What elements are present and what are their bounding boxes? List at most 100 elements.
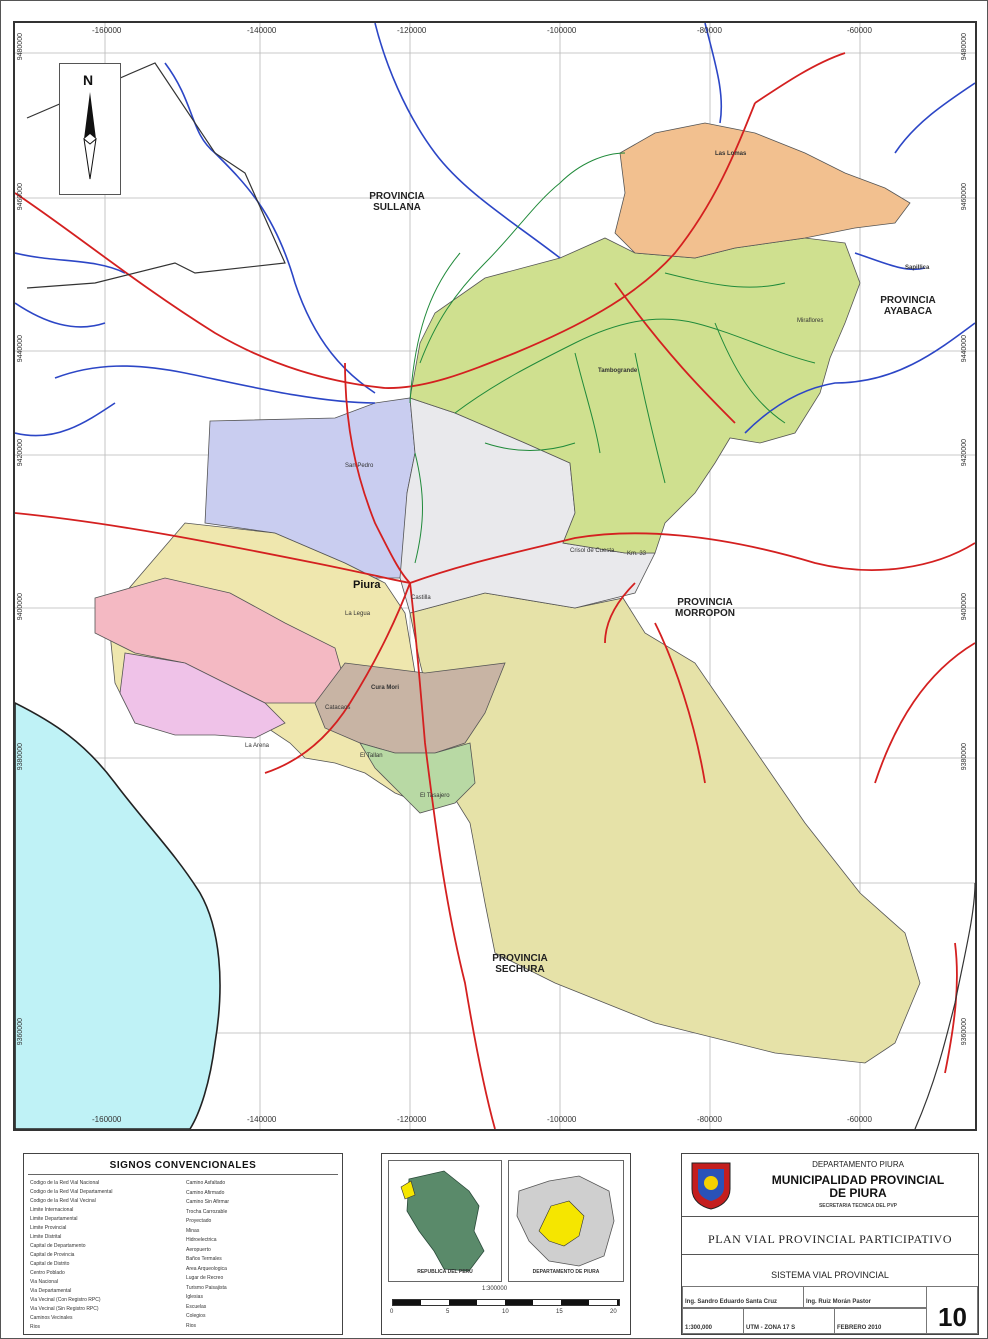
legend-item: Camino Asfaltado — [186, 1180, 226, 1186]
grid-tick-bottom: -60000 — [847, 1115, 872, 1124]
grid-tick-bottom: -120000 — [397, 1115, 427, 1124]
north-letter: N — [83, 72, 94, 88]
grid-tick-bottom: -100000 — [547, 1115, 577, 1124]
legend-item: Via Departamental — [30, 1288, 72, 1294]
place-miraflores: Miraflores — [797, 318, 824, 324]
grid-tick-bottom: -80000 — [697, 1115, 722, 1124]
cell-responsable: Ing. Sandro Eduardo Santa Cruz — [682, 1286, 804, 1308]
legend-item: Hidroelectrica — [186, 1237, 217, 1243]
grid-tick-left: 9380000 — [17, 743, 24, 771]
legend-item: Minas — [186, 1227, 200, 1234]
place-las-lomas: Las Lomas — [715, 151, 747, 157]
place-el-tasajero: El Tasajero — [420, 793, 450, 799]
legend-item: Baños Termales — [186, 1256, 222, 1262]
grid-tick-right: 9440000 — [961, 335, 968, 363]
legend-item: Via Vecinal (Con Registro RPC) — [30, 1297, 101, 1303]
legend-item: Aeropuerto — [186, 1246, 211, 1253]
inset-piura: DEPARTAMENTO DE PIURA — [508, 1160, 624, 1282]
place-san-pedro: San Pedro — [345, 463, 374, 469]
legend-item: Proyectado — [186, 1218, 212, 1224]
legend-item: Limite Internacional — [30, 1207, 74, 1213]
legend-item: Capital de Provincia — [30, 1252, 75, 1258]
cell-coordinador: Ing. Ruiz Morán Pastor — [803, 1286, 927, 1308]
district-tambogrande — [409, 237, 861, 554]
scale-tick: 0 — [390, 1309, 394, 1315]
legend-item: Colegios — [186, 1313, 206, 1319]
legend-item: Centro Poblado — [30, 1270, 65, 1276]
legend-item: Rios — [186, 1322, 197, 1329]
grid-tick-left: 9460000 — [17, 183, 24, 211]
title-block: DEPARTAMENTO PIURA MUNICIPALIDAD PROVINC… — [681, 1153, 979, 1335]
grid-tick-top: -80000 — [697, 26, 722, 35]
place-catacaos: Catacaos — [325, 705, 351, 711]
place-la-arena: La Arena — [245, 743, 270, 749]
scale-bar — [392, 1299, 620, 1306]
cell-fecha: FEBRERO 2010 — [834, 1308, 927, 1334]
legend-item: Trocha Carrozable — [186, 1208, 228, 1215]
title-municipality-line1: MUNICIPALIDAD PROVINCIAL — [771, 1173, 945, 1187]
grid-tick-right: 9460000 — [961, 183, 968, 211]
place-cura-mori: Cura Mori — [371, 685, 400, 691]
grid-tick-right: 9420000 — [961, 439, 968, 467]
legend-item: Codigo de la Red Vial Departamental — [30, 1189, 113, 1195]
vecinal-roads — [409, 152, 816, 564]
city-piura: Piura — [353, 579, 381, 591]
cell-sheet-number — [926, 1286, 978, 1334]
grid-tick-left: 9440000 — [17, 335, 24, 363]
district-sechura-zone — [409, 592, 921, 1064]
title-divider — [682, 1216, 978, 1217]
place-crisol: Crisol de Cuesta — [570, 548, 615, 554]
municipal-crest-icon — [691, 1162, 731, 1210]
legend-item: Via Vecinal (Sin Registro RPC) — [30, 1306, 99, 1312]
district-la-union — [119, 652, 286, 739]
north-arrow-icon — [83, 92, 97, 180]
scale-tick: 5 — [446, 1309, 450, 1315]
scale-tick: 15 — [556, 1309, 563, 1315]
province-morropon-label: PROVINCIA MORROPON — [675, 597, 735, 619]
district-las-lomas — [614, 122, 911, 259]
province-ayabaca-label: PROVINCIA AYABACA — [880, 295, 936, 317]
province-sechura-label: PROVINCIA SECHURA — [492, 953, 548, 975]
grid-tick-bottom: -140000 — [247, 1115, 277, 1124]
north-arrow: N — [59, 63, 121, 195]
grid-tick-left: 9480000 — [17, 33, 24, 61]
inset-panel: REPUBLICA DEL PERU DEPARTAMENTO DE PIURA… — [381, 1153, 631, 1335]
grid-tick-left: 9420000 — [17, 439, 24, 467]
place-el-tallan: El Tallan — [360, 753, 383, 759]
map-frame: -160000 -140000 -120000 -100000 -80000 -… — [13, 21, 977, 1131]
legend-item: Area Arqueologica — [186, 1265, 227, 1272]
province-sullana-label: PROVINCIA SULLANA — [369, 191, 425, 213]
scale-tick: 20 — [610, 1309, 617, 1315]
legend-item: Limite Provincial — [30, 1225, 67, 1231]
legend-item: Rios — [30, 1324, 41, 1330]
grid-tick-bottom: -160000 — [92, 1115, 122, 1124]
grid-tick-right: 9380000 — [961, 743, 968, 771]
grid-tick-top: -60000 — [847, 26, 872, 35]
piura-dept-map-icon — [516, 1175, 615, 1267]
responsable-value: Ing. Sandro Eduardo Santa Cruz — [685, 1299, 778, 1305]
legend-panel: SIGNOS CONVENCIONALES Codigo de la Red V… — [23, 1153, 343, 1335]
grid-tick-top: -140000 — [247, 26, 277, 35]
inset-piura-caption: DEPARTAMENTO DE PIURA — [532, 1269, 600, 1275]
legend-divider — [28, 1174, 338, 1175]
sheet-number: 10 — [938, 1302, 967, 1332]
grid-tick-left: 9400000 — [17, 593, 24, 621]
escala-value: 1:300,000 — [685, 1325, 713, 1331]
legend-item: Limite Distrital — [30, 1234, 62, 1240]
legend-item: Camino Afirmado — [186, 1189, 225, 1196]
grid-tick-top: -120000 — [397, 26, 427, 35]
cell-escala: 1:300,000 — [682, 1308, 744, 1334]
title-municipality-line2: DE PIURA — [829, 1186, 887, 1200]
place-sapillica: Sapillica — [905, 265, 930, 271]
legend-item: Capital de Departamento — [30, 1243, 86, 1249]
national-roads — [15, 52, 975, 1129]
legend-item: Via Nacional — [30, 1279, 58, 1285]
inset-peru-caption: REPUBLICA DEL PERU — [417, 1269, 473, 1275]
legend-item: Turismo Paisajista — [186, 1284, 227, 1291]
legend-item: Codigo de la Red Vial Nacional — [30, 1180, 100, 1186]
map-canvas — [15, 23, 975, 1129]
title-plan: PLAN VIAL PROVINCIAL PARTICIPATIVO — [708, 1232, 952, 1246]
international-limit — [26, 62, 975, 1129]
peru-map-icon — [400, 1170, 485, 1272]
